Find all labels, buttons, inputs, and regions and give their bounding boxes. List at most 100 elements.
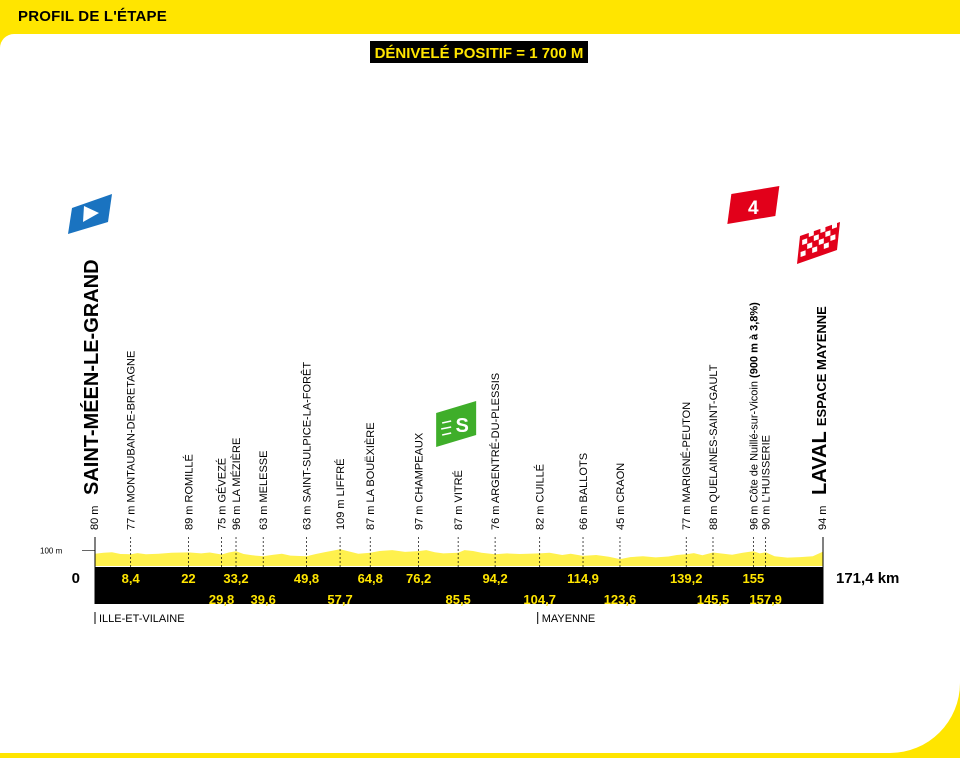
place-altitude: 90 m (761, 502, 773, 530)
start-play-icon (83, 206, 99, 222)
elevation-gain-text: DÉNIVELÉ POSITIF = 1 700 M (375, 45, 584, 62)
place-name: BALLOTS (578, 453, 590, 503)
place-label: 63 m SAINT-SULPICE-LA-FORÊT (301, 362, 314, 530)
finish-checker-square (823, 242, 829, 249)
finish-checker-square (832, 222, 837, 230)
region-label: ILLE-ET-VILAINE (99, 613, 185, 625)
place-label: 96 m LA MÉZIÈRE (230, 438, 243, 530)
place-altitude: 77 m (126, 502, 138, 530)
finish-checker-square (818, 238, 824, 246)
header-bar: PROFIL DE L'ÉTAPE (0, 0, 960, 34)
place-km-label: 39,6 (251, 592, 276, 607)
place-label: 89 m ROMILLÉ (182, 454, 195, 530)
elevation-gain-badge: DÉNIVELÉ POSITIF = 1 700 M (370, 41, 588, 63)
place-km-label: 29,8 (209, 592, 234, 607)
sprint-flag (436, 401, 477, 447)
place-altitude: 97 m (414, 502, 426, 530)
place-km-label: 123,6 (604, 592, 637, 607)
elevation-gain-box (370, 41, 588, 63)
place-km-label: 57,7 (327, 592, 352, 607)
place-km-label: 157,9 (749, 592, 782, 607)
place-km-label: 139,2 (670, 571, 703, 586)
place-name: QUELAINES-SAINT-GAULT (708, 364, 720, 502)
place-name: LA MÉZIÈRE (230, 438, 243, 503)
finish-flag-icon (797, 222, 840, 264)
finish-altitude: 94 m (817, 506, 829, 530)
place-km-label: 33,2 (223, 571, 248, 586)
finish-checker-square (820, 226, 826, 233)
place-altitude: 96 m (748, 502, 760, 530)
place-altitude: 63 m (258, 502, 270, 530)
profile-layer: 100 m (40, 547, 823, 566)
place-km-label: 76,2 (406, 571, 431, 586)
finish-checker-square (813, 234, 819, 241)
place-name: LA BOUËXIÈRE (364, 422, 377, 502)
sprint-icon: S (436, 401, 477, 447)
place-label: 88 m QUELAINES-SAINT-GAULT (708, 364, 720, 530)
finish-checker-square (825, 230, 831, 237)
place-name: MARIGNÉ-PEUTON (680, 402, 693, 503)
place-name: MONTAUBAN-DE-BRETAGNE (126, 351, 138, 503)
place-name: ROMILLÉ (182, 454, 195, 502)
place-name: CUILLÉ (534, 464, 547, 503)
finish-subtitle: ESPACE MAYENNE (814, 306, 829, 426)
place-altitude: 82 m (535, 502, 547, 530)
climb-category-number: 4 (748, 198, 759, 219)
place-name: SAINT-SULPICE-LA-FORÊT (301, 362, 314, 503)
place-altitude: 89 m (183, 502, 195, 530)
climb-detail: (900 m à 3,8%) (748, 302, 760, 378)
place-label: 82 m CUILLÉ (534, 464, 547, 530)
place-altitude: 66 m (578, 502, 590, 530)
place-name: LIFFRÉ (334, 458, 347, 496)
place-name: MELESSE (258, 451, 270, 503)
sprint-speed-line (441, 426, 452, 430)
icons-layer: S4 (68, 186, 840, 447)
place-name: CRAON (615, 463, 627, 503)
place-label: 66 m BALLOTS (578, 453, 590, 530)
place-label: 87 m LA BOUËXIÈRE (364, 422, 377, 530)
place-label: 97 m CHAMPEAUX (414, 432, 426, 530)
place-labels-layer: 77 m MONTAUBAN-DE-BRETAGNE 89 m ROMILLÉ 75… (80, 259, 831, 588)
place-label: 96 m Côte de Nuillé-sur-Vicoin (900 m à … (748, 302, 760, 530)
climb-category-icon: 4 (727, 186, 780, 224)
finish-name: LAVAL (809, 426, 831, 495)
place-km-label: 22 (181, 571, 195, 586)
place-km-label: 85,5 (445, 592, 470, 607)
place-altitude: 77 m (681, 502, 693, 530)
region-label: MAYENNE (542, 613, 596, 625)
place-label: 76 m ARGENTRÉ-DU-PLESSIS (489, 373, 502, 530)
finish-checker-square (812, 246, 818, 253)
finish-label: LAVAL ESPACE MAYENNE (809, 306, 831, 495)
place-label: 87 m VITRÉ (452, 470, 465, 530)
place-km-label: 114,9 (567, 571, 599, 586)
sprint-speed-line (441, 420, 452, 424)
profile-panel (0, 34, 960, 753)
place-altitude: 63 m (302, 502, 314, 530)
finish-checker-square (808, 230, 814, 238)
place-km-label: 64,8 (358, 571, 383, 586)
place-name: L'HUISSERIE (761, 435, 773, 503)
climb-flag (727, 186, 780, 224)
profile-area (95, 549, 823, 566)
place-km-label: 104,7 (523, 592, 556, 607)
place-altitude: 96 m (231, 502, 243, 530)
place-km-label: 145,5 (697, 592, 730, 607)
place-label: 77 m MARIGNÉ-PEUTON (680, 402, 693, 530)
place-label: 45 m CRAON (615, 463, 627, 530)
place-km-label: 49,8 (294, 571, 319, 586)
finish-checker-square (802, 238, 808, 245)
place-altitude: 109 m (335, 496, 347, 530)
start-flag-icon (68, 194, 112, 234)
place-name: Côte de Nuillé-sur-Vicoin (748, 378, 760, 503)
y-reference-label: 100 m (40, 547, 63, 556)
place-altitude: 88 m (708, 502, 720, 530)
place-altitude: 76 m (490, 503, 502, 530)
place-km-label: 8,4 (122, 571, 141, 586)
sprint-speed-line (441, 432, 452, 436)
place-name: ARGENTRÉ-DU-PLESSIS (489, 373, 502, 503)
place-label: 75 m GÉVEZÉ (216, 458, 229, 530)
place-name: VITRÉ (452, 470, 465, 502)
